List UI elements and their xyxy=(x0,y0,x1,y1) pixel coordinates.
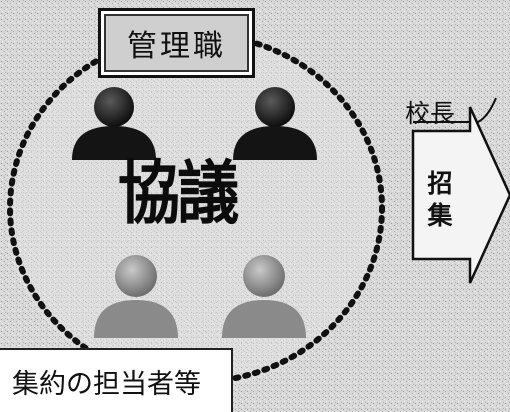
arrow-label: 招 集 xyxy=(425,168,455,232)
arrow-shape xyxy=(411,106,510,284)
arrow-label-char: 集 xyxy=(427,201,453,230)
aggregation-label: 集約の担当者等 xyxy=(12,368,201,400)
person-icon xyxy=(72,87,156,160)
principal-label: 校長 xyxy=(405,99,456,128)
person-icon xyxy=(222,255,306,338)
person-icon xyxy=(94,255,178,338)
center-label: 協議 xyxy=(118,153,239,234)
management-label: 管理職 xyxy=(104,14,249,72)
aggregation-box: 集約の担当者等 xyxy=(0,348,233,412)
management-box: 管理職 xyxy=(98,8,255,78)
person-icon xyxy=(233,87,317,160)
arrow-label-char: 招 xyxy=(427,169,453,198)
